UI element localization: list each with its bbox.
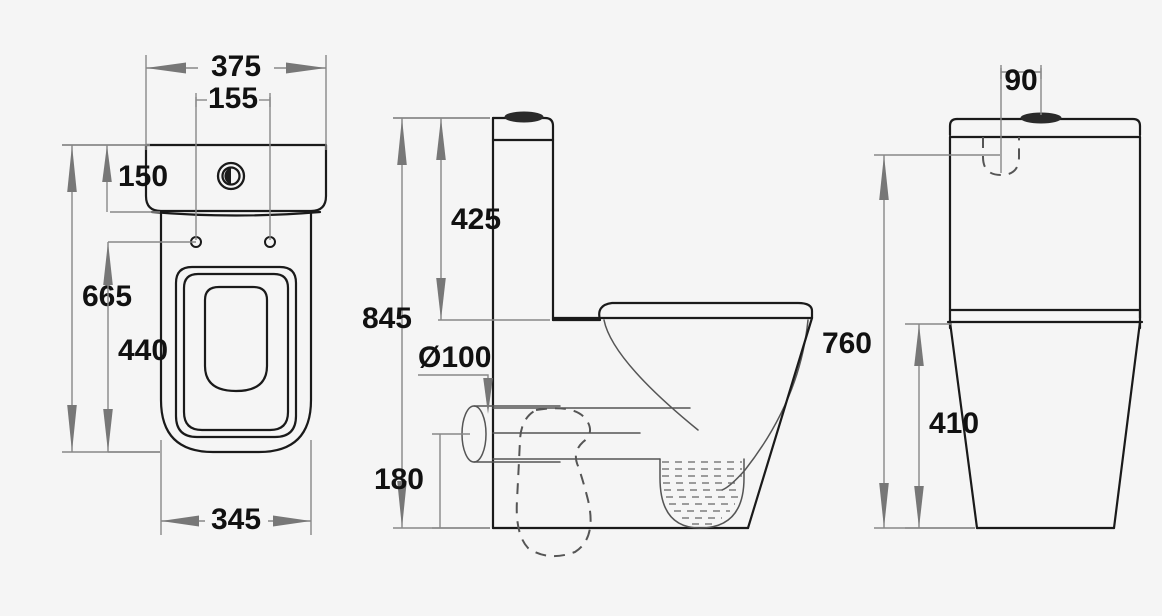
dimension-label-410: 410: [929, 407, 979, 440]
side-water-trap: [659, 458, 745, 529]
dimension-180: 180: [374, 433, 490, 529]
side-seat-rim: [551, 301, 814, 322]
front-seat-outer: [174, 265, 298, 439]
side-cistern-outline: [491, 116, 555, 322]
side-bowl-inner-front: [603, 319, 699, 431]
dimension-diameter-100: Ø100: [418, 341, 493, 414]
dual-flush-button-icon: [216, 161, 246, 191]
dimension-90: 90: [1000, 64, 1042, 173]
hidden-trap-outline: [515, 407, 592, 558]
rear-pan-shoulder-top: [948, 308, 1142, 320]
side-bowl-inner-rear: [721, 319, 809, 491]
flush-button-side: [504, 111, 544, 123]
dimension-345: 345: [160, 440, 312, 536]
dimension-150: 150: [62, 144, 168, 213]
dimension-label-155: 155: [208, 82, 258, 115]
dimension-label-150: 150: [118, 160, 168, 193]
side-view: 425 845 Ø100 180: [362, 111, 814, 558]
dimension-label-375: 375: [211, 50, 261, 83]
front-seat-inner: [182, 272, 290, 432]
rear-cistern-sides: [948, 135, 1142, 330]
dimension-label-diameter-100: Ø100: [418, 341, 491, 374]
rear-pan-left-edge: [948, 320, 979, 530]
rear-cistern-top: [955, 117, 1142, 137]
front-bowl-aperture: [203, 285, 269, 393]
front-cistern-lip: [150, 210, 322, 217]
dimension-label-665: 665: [82, 280, 132, 313]
dimension-155: 155: [195, 82, 271, 240]
dimension-425: 425: [393, 117, 550, 321]
dimension-label-345: 345: [211, 503, 261, 536]
dimension-label-760: 760: [822, 327, 872, 360]
dimension-label-440: 440: [118, 334, 168, 367]
dimension-label-90: 90: [1004, 64, 1037, 97]
dimension-410: 410: [905, 323, 979, 529]
water-hatch: [662, 461, 742, 525]
side-front-edge: [746, 316, 814, 530]
dimension-665: 665: [62, 144, 160, 453]
hidden-inlet-outline: [982, 137, 1020, 177]
rear-view: 90 760 410: [822, 64, 1144, 530]
dimension-label-180: 180: [374, 463, 424, 496]
rear-cistern-top-left: [948, 117, 959, 137]
front-pan-outline: [159, 210, 313, 454]
dimension-440: 440: [103, 241, 196, 453]
dimension-label-845: 845: [362, 302, 412, 335]
dimension-375: 375: [145, 50, 327, 150]
dimension-label-425: 425: [451, 203, 501, 236]
rear-pan-right-edge: [1112, 320, 1142, 530]
front-view: 375 155 150 665: [62, 50, 328, 536]
